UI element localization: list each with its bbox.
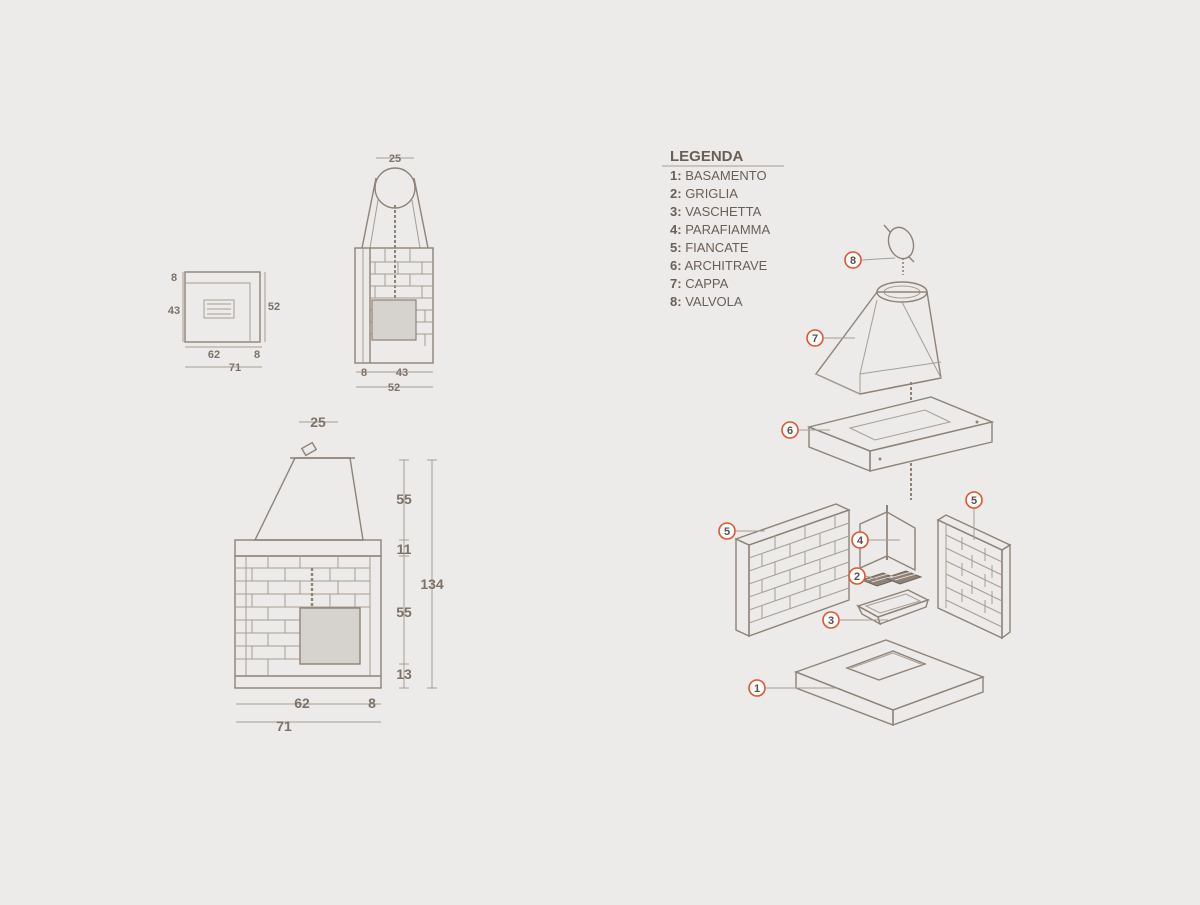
front-view-dim-h3: 55 [396,604,412,620]
top-view-dim-bottom-total: 71 [229,362,241,374]
svg-text:4: 4 [857,535,864,547]
legend-title: LEGENDA [670,148,744,165]
top-view-dim-left-mid: 43 [168,305,180,317]
svg-text:2: 2 [854,571,860,583]
part-tray [856,589,930,626]
front-view-architrave [234,539,382,557]
front-view-firebox [299,607,361,665]
svg-text:5: 5 [724,526,730,538]
front-view-dim-h4: 13 [396,666,412,682]
front-view-dim-bottom-total: 71 [276,718,292,734]
side-view-firebox [371,299,417,341]
legend-item-7: 7: CAPPA [670,276,729,291]
top-view-outline [184,271,261,343]
part-grill [860,570,923,587]
callout-1: 1 [748,679,836,697]
callout-7: 7 [806,329,855,347]
svg-text:6: 6 [787,425,793,437]
side-view-dim-bottom-b: 43 [396,367,408,379]
front-view-dim-h2: 11 [397,541,412,557]
side-view-dim-top: 25 [389,153,401,165]
top-view-grill [203,299,235,319]
front-view-dim-bottom-b: 8 [368,695,376,711]
front-view-hood [253,457,364,541]
legend-item-8: 8: VALVOLA [670,294,743,309]
side-view-body [354,247,434,364]
top-view-dim-left-top: 8 [171,272,177,284]
side-view: 25 8 43 52 [354,153,434,394]
top-view-dim-bottom-b: 8 [254,349,260,361]
svg-text:7: 7 [812,333,818,345]
callout-5-right: 5 [965,491,983,540]
callout-3: 3 [822,611,888,629]
part-side-wall-left [734,503,851,638]
legend-item-3: 3: VASCHETTA [670,204,762,219]
part-fireback [859,505,916,572]
exploded-view: 8 7 6 5 5 4 2 [718,224,1012,727]
svg-text:3: 3 [828,615,834,627]
side-view-dim-bottom-a: 8 [361,367,367,379]
legend: LEGENDA 1: BASAMENTO 2: GRIGLIA 3: VASCH… [662,148,784,309]
callout-5-left: 5 [718,522,765,540]
side-view-dim-bottom-total: 52 [388,382,400,394]
side-view-valve [374,167,416,209]
callout-8: 8 [844,251,896,269]
legend-item-2: 2: GRIGLIA [670,186,738,201]
part-valve [883,224,915,275]
legend-item-1: 1: BASAMENTO [670,168,767,183]
front-view-body [234,555,382,689]
legend-item-5: 5: FIANCATE [670,240,749,255]
svg-text:1: 1 [754,683,760,695]
front-view: 25 [234,414,444,734]
svg-text:5: 5 [971,495,977,507]
front-view-dim-top: 25 [310,414,326,430]
callout-6: 6 [781,421,830,439]
part-architrave [806,396,995,473]
part-base [793,639,985,727]
legend-item-6: 6: ARCHITRAVE [670,258,768,273]
callout-2: 2 [848,567,879,585]
front-view-dim-bottom-a: 62 [294,695,310,711]
front-view-dim-total-h: 134 [420,576,444,592]
top-view-dim-bottom-a: 62 [208,349,220,361]
part-hood [814,281,942,395]
callout-4: 4 [851,531,900,549]
legend-item-4: 4: PARAFIAMMA [670,222,771,237]
top-view-dim-right: 52 [268,301,280,313]
front-view-dim-h1: 55 [396,491,412,507]
top-view-inner-wall [185,282,251,342]
svg-text:8: 8 [850,255,856,267]
top-view: 8 43 52 62 8 71 [168,271,280,374]
